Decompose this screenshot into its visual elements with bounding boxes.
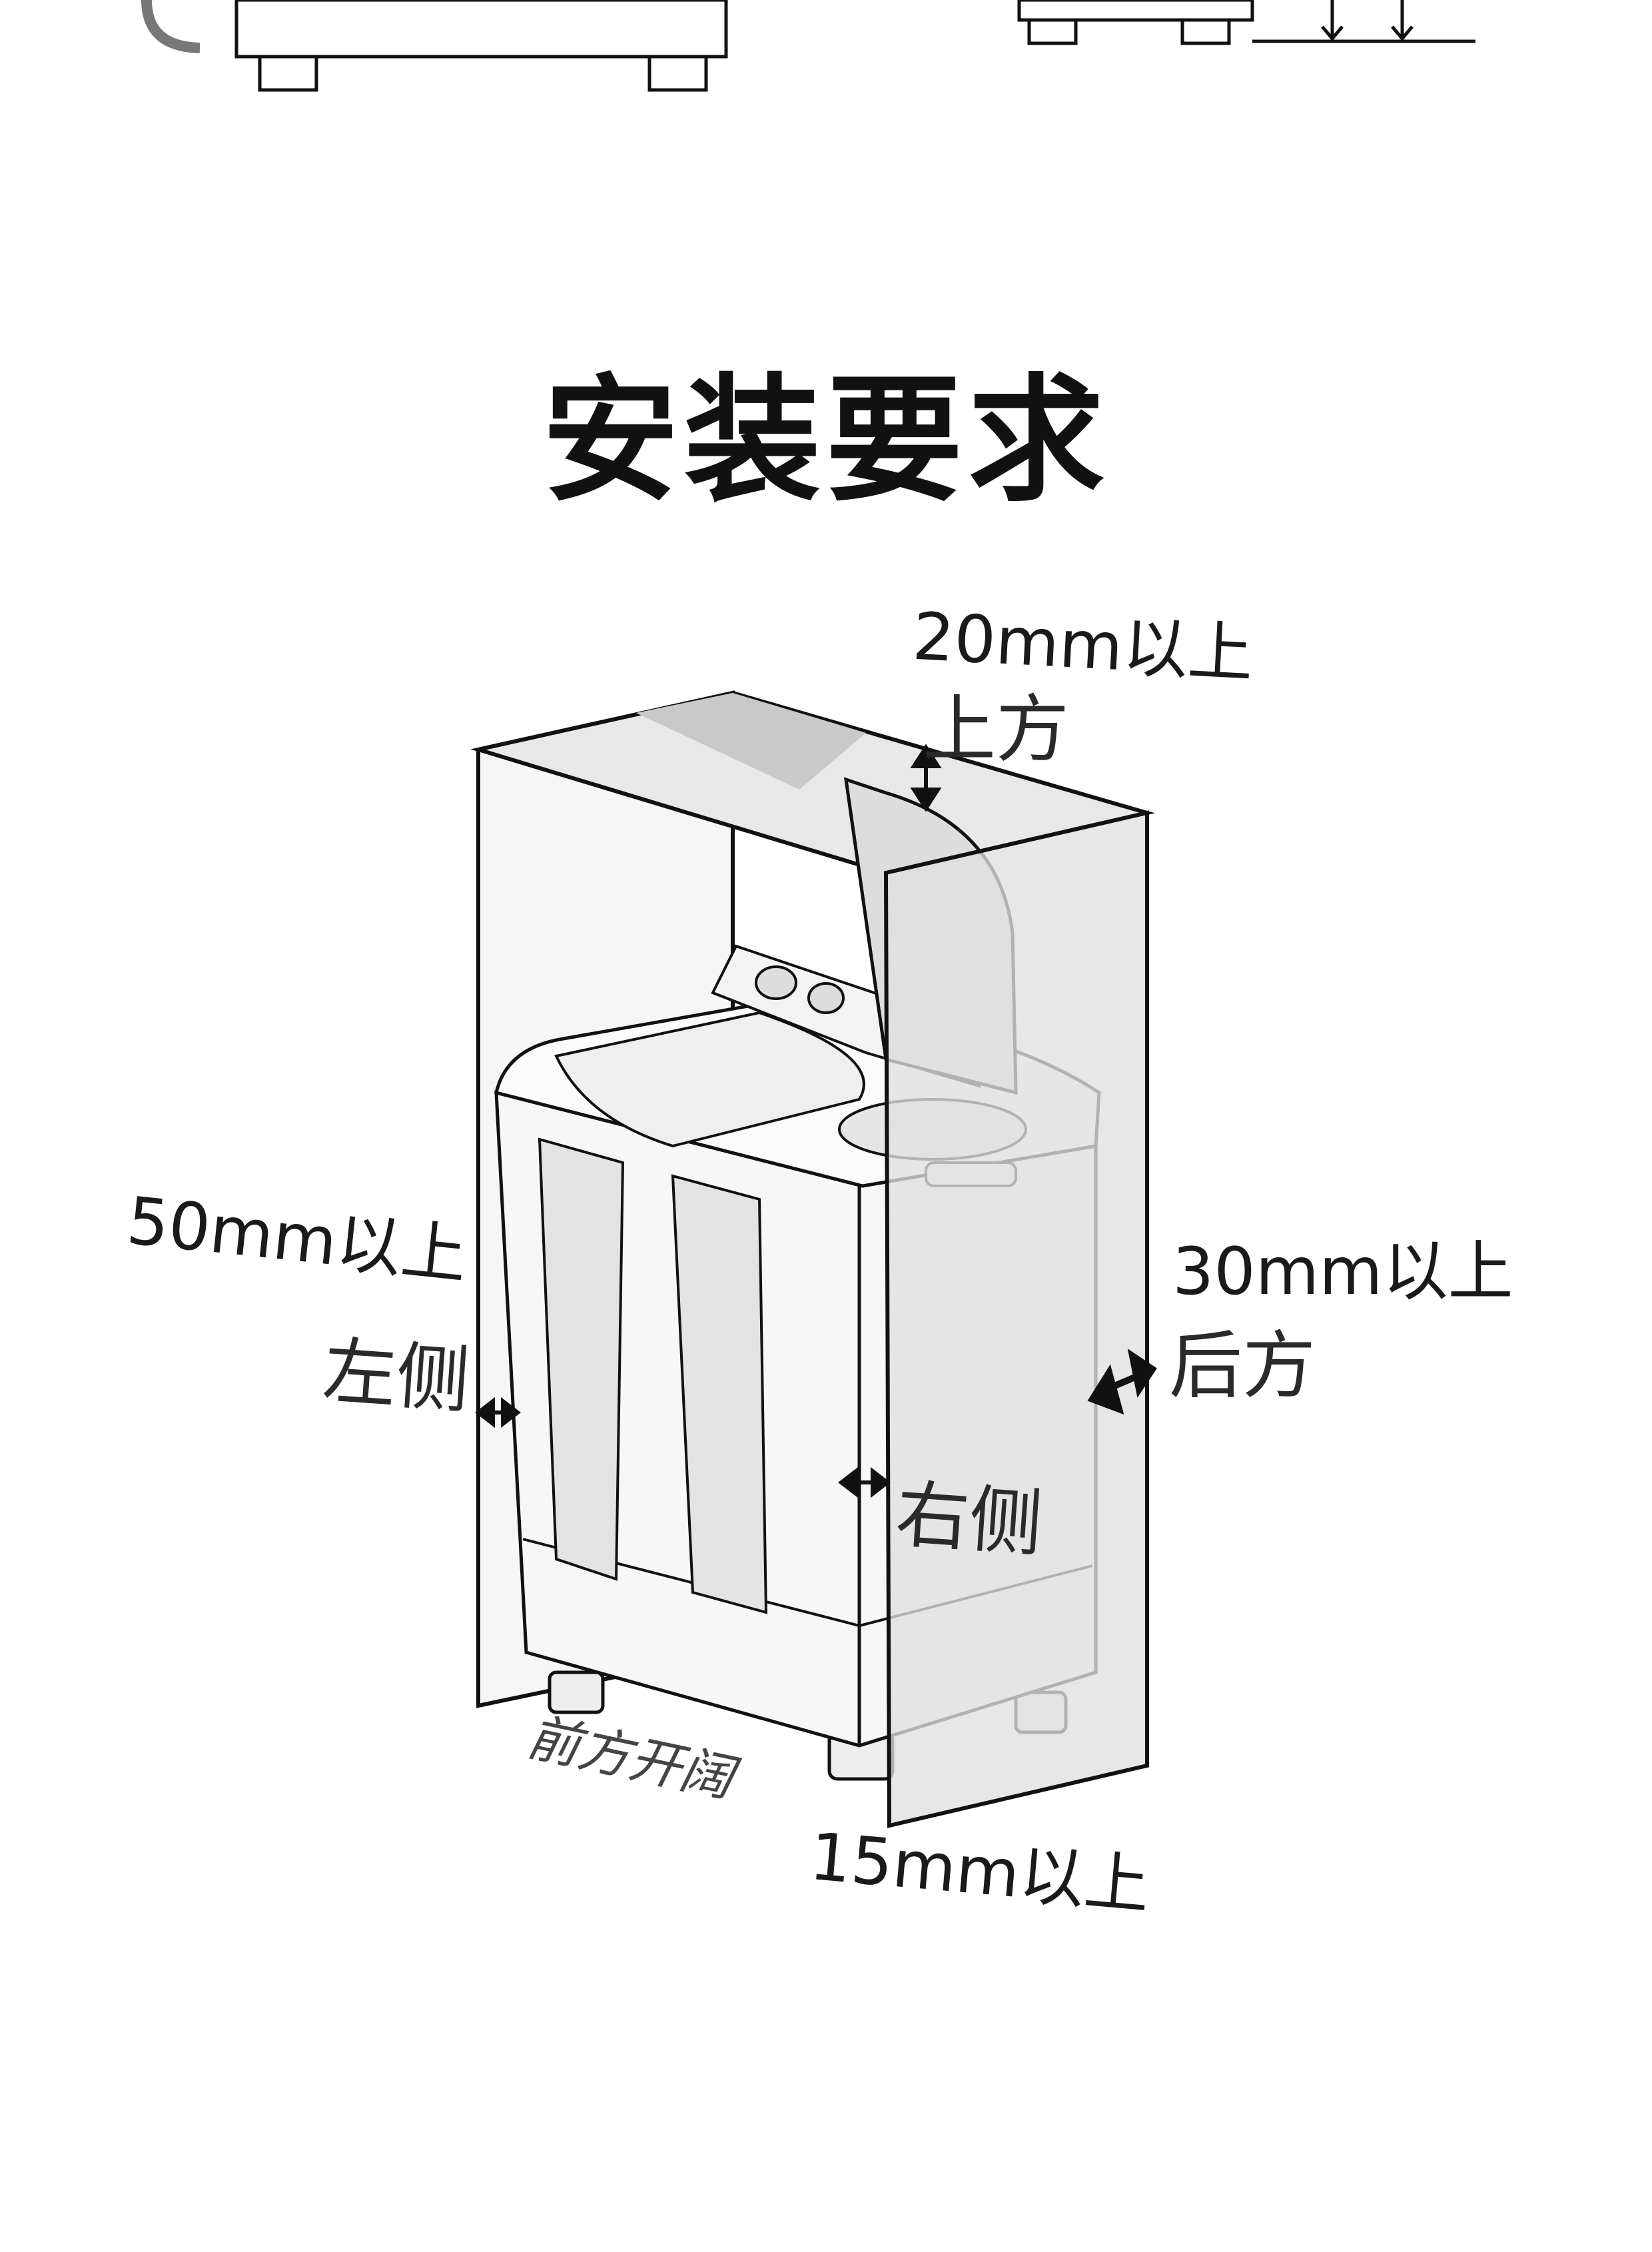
right-wall xyxy=(883,810,1149,1828)
back-clearance-arrow xyxy=(1087,1349,1157,1415)
top-clearance-distance: 20mm以上 xyxy=(911,598,1256,693)
left-clearance-arrow xyxy=(475,1397,521,1428)
back-side-label: 后方 xyxy=(1169,1323,1316,1408)
previous-diagram-fragment xyxy=(141,0,1475,92)
top-clearance-arrow xyxy=(910,744,942,812)
left-side-label: 左侧 xyxy=(320,1328,473,1424)
back-clearance-distance: 30mm以上 xyxy=(1172,1234,1513,1310)
page-title: 安装要求 xyxy=(542,362,1110,520)
clearance-arrows xyxy=(475,744,1157,1498)
right-clearance-arrow xyxy=(838,1466,891,1498)
right-side-label: 右侧 xyxy=(893,1471,1046,1567)
top-side-label: 上方 xyxy=(923,687,1069,772)
